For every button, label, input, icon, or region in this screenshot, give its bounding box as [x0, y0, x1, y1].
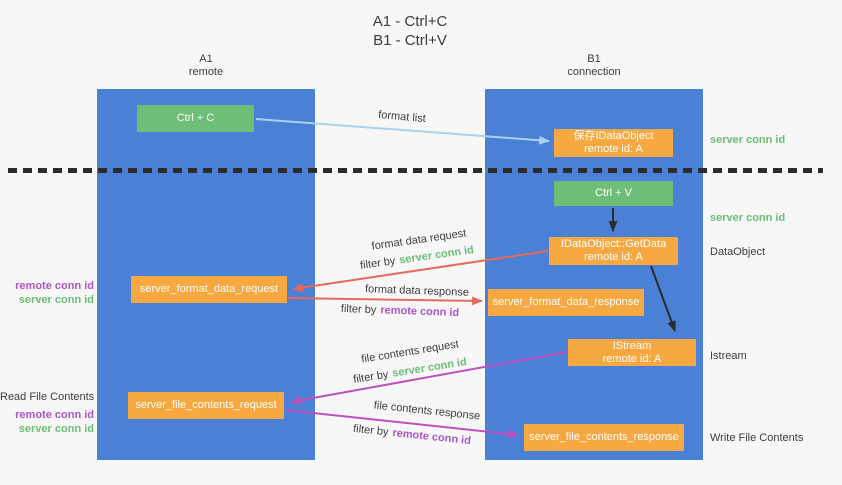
node-format-request-label: server_format_data_request	[139, 283, 279, 295]
filter-by-text: filter by	[340, 302, 377, 317]
right-server-conn-id-top: server conn id	[710, 134, 786, 146]
remote-conn-id-label: remote conn id	[15, 409, 94, 421]
node-file-request-label: server_file_contents_request	[135, 399, 277, 411]
remote-conn-id-key: remote conn id	[391, 426, 472, 448]
server-conn-id-key: server conn id	[398, 244, 475, 267]
remote-conn-id-key: remote conn id	[380, 304, 460, 320]
column-a1-role: remote	[188, 66, 224, 78]
title-line-b1: B1 - Ctrl+V	[373, 32, 447, 49]
node-idataobject-getdata: IDataObject::GetData remote id: A	[549, 237, 678, 265]
right-dataobject-label: DataObject	[710, 246, 766, 258]
label-file-contents-response: file contents response	[373, 399, 481, 423]
copy-paste-boundary-dotted-line	[8, 168, 823, 173]
read-file-contents-label: Read File Contents	[0, 391, 95, 403]
node-save-idataobject-line1: 保存IDataObject	[573, 130, 654, 142]
node-ctrl-c: Ctrl + C	[137, 105, 254, 132]
right-server-conn-id-ctrlv: server conn id	[710, 212, 786, 224]
node-istream: IStream remote id: A	[568, 339, 696, 366]
remote-conn-id-label: remote conn id	[15, 280, 94, 292]
left-file-conn-ids: Read File Contents remote conn id server…	[0, 390, 94, 436]
column-a1-id: A1	[199, 53, 213, 65]
label-format-list: format list	[377, 108, 427, 126]
left-format-conn-ids: remote conn id server conn id	[0, 279, 94, 307]
node-ctrl-v: Ctrl + V	[554, 181, 673, 206]
diagram-title: A1 - Ctrl+C B1 - Ctrl+V	[373, 12, 448, 50]
right-write-file-contents-label: Write File Contents	[710, 432, 804, 444]
column-header-a1: A1 remote	[126, 53, 286, 79]
node-istream-line1: IStream	[612, 339, 652, 352]
filter-by-text: filter by	[352, 422, 390, 439]
label-format-data-response: format data response	[364, 283, 470, 299]
column-header-b1: B1 connection	[514, 53, 674, 79]
node-getdata-line1: IDataObject::GetData	[560, 238, 667, 250]
node-ctrl-c-label: Ctrl + C	[176, 112, 215, 124]
node-format-response-label: server_format_data_response	[492, 296, 640, 308]
node-istream-line2: remote id: A	[602, 352, 662, 365]
column-b1-role: connection	[567, 66, 621, 78]
node-server-file-contents-request: server_file_contents_request	[128, 392, 284, 419]
node-save-idataobject-line2: remote id: A	[584, 143, 643, 155]
server-conn-id-label: server conn id	[18, 423, 94, 435]
column-b1-id: B1	[587, 53, 601, 65]
node-getdata-line2: remote id: A	[584, 251, 643, 263]
node-ctrl-v-label: Ctrl + V	[595, 187, 632, 199]
node-file-response-label: server_file_contents_response	[529, 431, 679, 443]
filter-by-text: filter by	[359, 255, 397, 272]
right-istream-label: Istream	[710, 350, 747, 362]
node-server-format-data-response: server_format_data_response	[488, 289, 644, 316]
arrow-format-data-response	[287, 296, 484, 306]
node-server-format-data-request: server_format_data_request	[131, 276, 287, 303]
server-conn-id-label: server conn id	[18, 294, 94, 306]
node-server-file-contents-response: server_file_contents_response	[524, 424, 684, 451]
title-line-a1: A1 - Ctrl+C	[372, 13, 448, 30]
server-conn-id-key: server conn id	[391, 356, 468, 380]
node-save-idataobject: 保存IDataObject remote id: A	[554, 129, 673, 157]
filter-by-text: filter by	[352, 368, 390, 386]
